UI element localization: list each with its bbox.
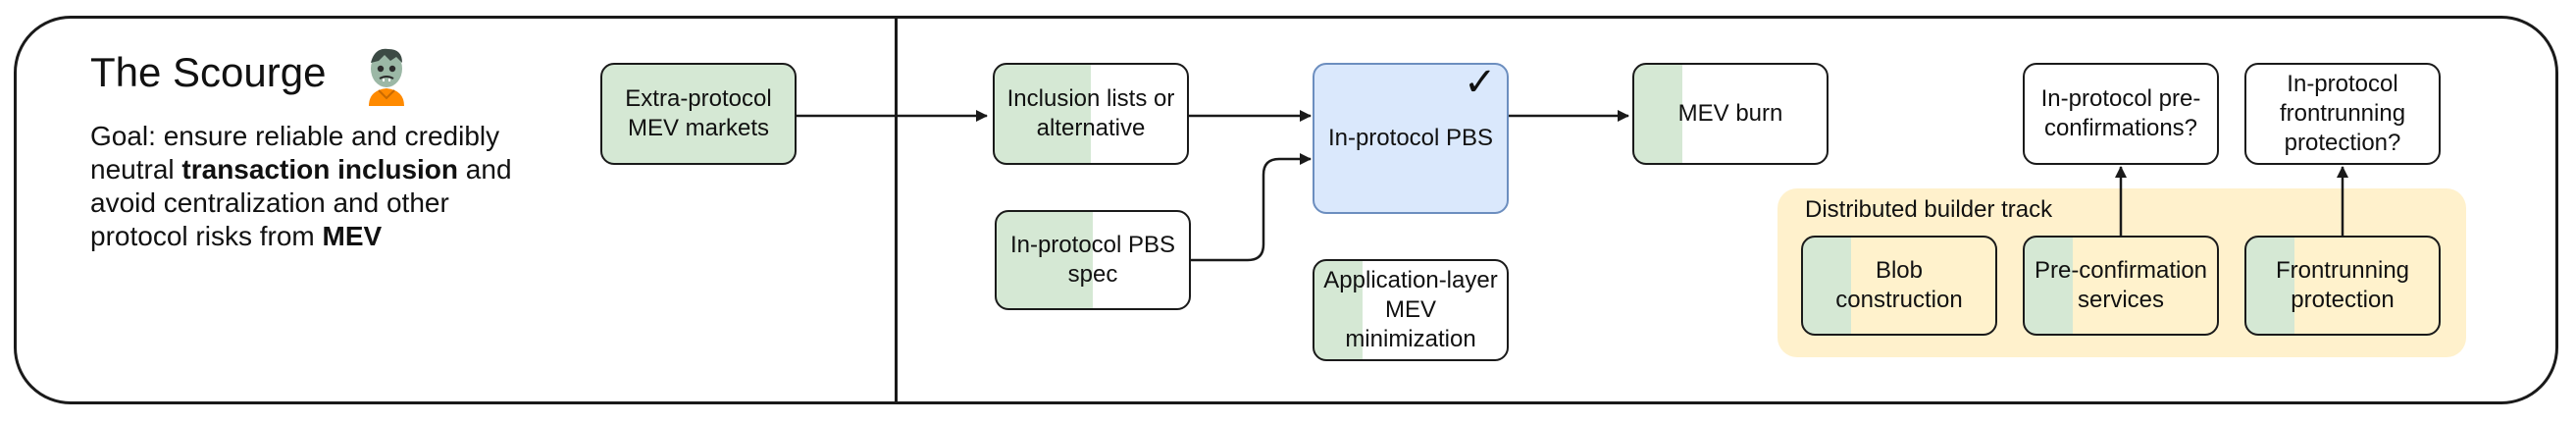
node-preconfirmation-services: Pre-confirmation services	[2023, 236, 2219, 336]
node-mev-burn: MEV burn	[1632, 63, 1829, 165]
node-in-protocol-frontrunning-protection: In-protocol frontrunning protection?	[2244, 63, 2441, 165]
goal-text: Goal: ensure reliable and credibly neutr…	[90, 121, 512, 251]
goal-bold-mev: MEV	[322, 221, 383, 251]
node-in-protocol-pbs-spec: In-protocol PBS spec	[995, 210, 1191, 310]
roadmap-title: The Scourge	[90, 49, 327, 95]
zombie-emoji-icon	[369, 48, 404, 106]
section-divider	[895, 17, 898, 403]
node-extra-protocol-mev-markets: Extra-protocol MEV markets	[600, 63, 797, 165]
node-in-protocol-pbs: In-protocol PBS	[1313, 63, 1509, 214]
node-blob-construction: Blob construction	[1801, 236, 1997, 336]
node-inclusion-lists: Inclusion lists or alternative	[993, 63, 1189, 165]
track-label: Distributed builder track	[1805, 196, 2053, 223]
done-checkmark-icon: ✓	[1464, 61, 1497, 104]
goal-bold-inclusion: transaction inclusion	[181, 154, 459, 185]
roadmap-frame	[14, 16, 2558, 404]
edge-spec-to-pbs	[1191, 153, 1312, 262]
node-frontrunning-protection: Frontrunning protection	[2244, 236, 2441, 336]
node-application-layer-mev-minimization: Application-layer MEV minimization	[1313, 259, 1509, 361]
node-in-protocol-preconfirmations: In-protocol pre-confirmations?	[2023, 63, 2219, 165]
